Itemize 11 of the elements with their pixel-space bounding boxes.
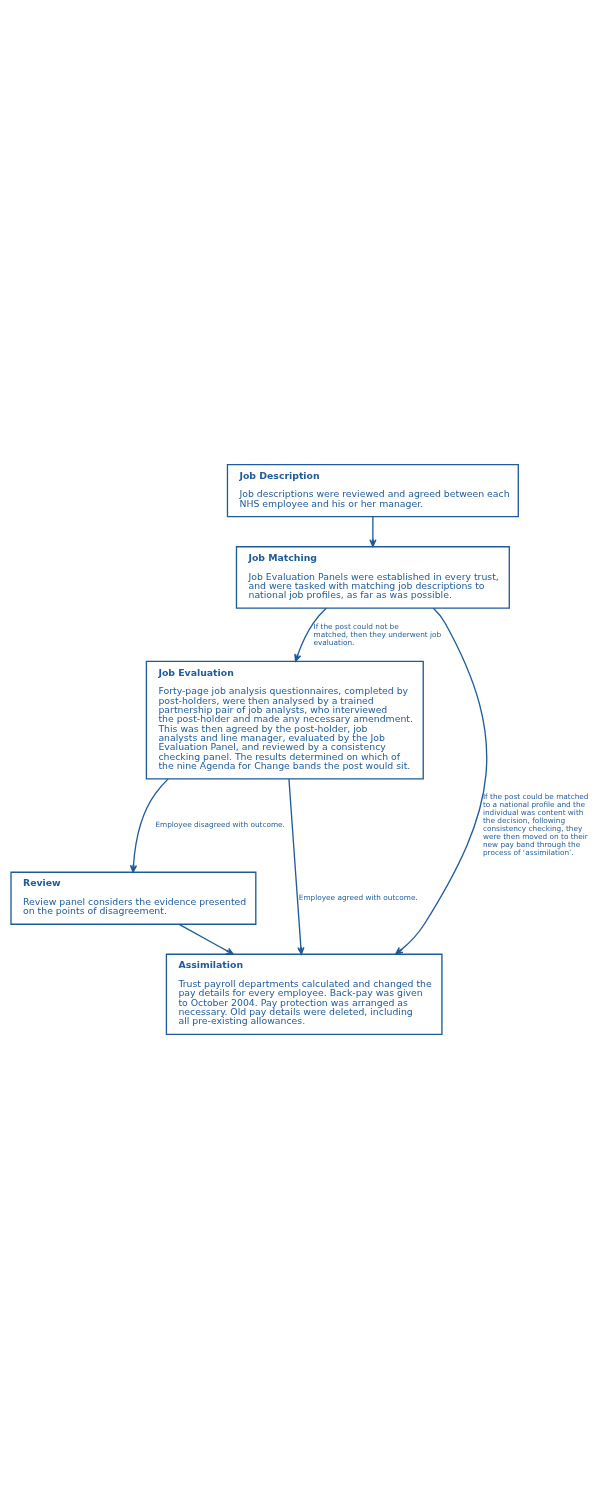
node-box: Job Description Job descriptions were reviewed and agreed between each NHS employee and his or her manager. [226, 464, 519, 518]
node-box: Assimilation Trust payroll departments calculated and changed the pay details for every employee. Back-pay was given to October 2004. Pay protection was arranged as necessary. Old pay details were deleted, including all pre-existing allowances. [165, 953, 443, 1035]
arrow [294, 607, 327, 662]
arrow [129, 778, 169, 873]
arrow [288, 778, 305, 955]
node-box: Job Evaluation Forty-page job analysis questionnaires, completed by post-holders, were then analysed by a trained partnership pair of job analysts, who interviewed the post-holder and made any necessary amendment. This was then agreed by the post-holder, job analysts and line manager, evaluated by the Job Evaluation Panel, and reviewed by a consistency checking panel. The results determined on which of the nine Agenda for Change bands the post would sit. [145, 660, 424, 780]
arrow [395, 607, 488, 955]
node-box: Job Matching Job Evaluation Panels were established in every trust, and were tasked with matching job descriptions to national job profiles, as far as was possible. [235, 546, 510, 609]
arrow [369, 516, 377, 548]
arrow [178, 923, 234, 955]
node-box: Review Review panel considers the evidence presented on the points of disagreement. [10, 871, 257, 925]
